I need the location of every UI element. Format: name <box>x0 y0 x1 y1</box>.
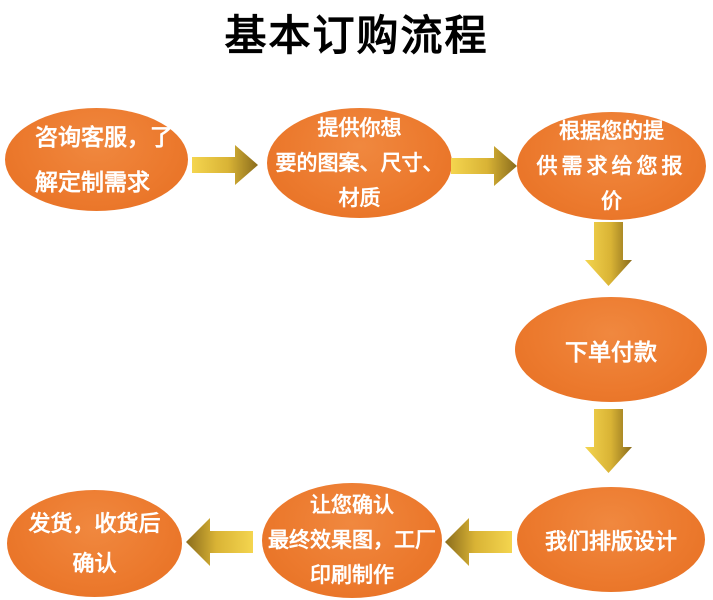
arrow-down-icon-quote-to-order <box>585 222 632 286</box>
node-ship-line1: 发货，收货后 <box>28 510 161 536</box>
node-provide-line1: 提供你想 <box>317 116 402 140</box>
node-quote-line3: 价 <box>601 189 622 213</box>
node-consult-line1: 咨询客服，了 <box>35 123 173 150</box>
node-provide-line3: 材质 <box>338 186 381 210</box>
arrow-left-icon-design-to-confirm <box>445 518 512 566</box>
node-confirm-line3: 印刷制作 <box>310 564 394 587</box>
node-quote-line2: 供需求给您报 <box>536 154 687 178</box>
node-confirm-line2: 最终效果图，工厂 <box>268 529 436 552</box>
node-design-line1: 我们排版设计 <box>544 528 677 554</box>
node-provide-line2: 要的图案、尺寸、 <box>275 151 444 175</box>
node-confirm-line1: 让您确认 <box>310 494 394 517</box>
page-title: 基本订购流程 <box>224 14 489 60</box>
node-consult: 咨询客服，了 解定制需求 <box>5 108 188 211</box>
node-quote-line1: 根据您的提 <box>559 119 664 143</box>
node-order: 下单付款 <box>515 297 707 402</box>
node-design: 我们排版设计 <box>517 487 705 592</box>
node-ship-line2: 确认 <box>72 550 117 576</box>
node-ship: 发货，收货后 确认 <box>7 490 182 597</box>
arrow-down-icon-order-to-design <box>585 409 632 473</box>
arrow-right-icon-consult-to-provide <box>192 145 258 185</box>
node-consult-line2: 解定制需求 <box>35 168 150 195</box>
arrow-left-icon-confirm-to-ship <box>186 518 253 566</box>
node-confirm: 让您确认 最终效果图，工厂 印刷制作 <box>262 483 442 598</box>
node-quote: 根据您的提 供需求给您报 价 <box>517 112 706 220</box>
node-provide: 提供你想 要的图案、尺寸、 材质 <box>267 108 452 218</box>
arrow-right-icon-provide-to-quote <box>451 146 517 186</box>
node-order-line1: 下单付款 <box>565 338 657 365</box>
